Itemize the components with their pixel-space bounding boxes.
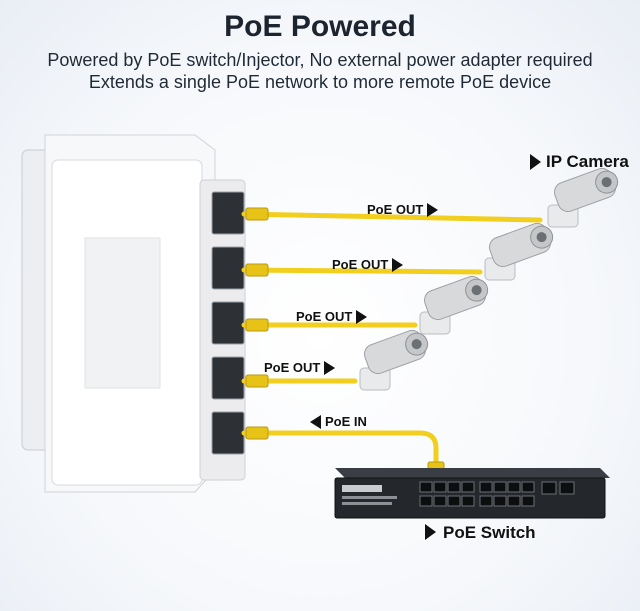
right-arrow-icon [392, 257, 404, 272]
cables [241, 211, 543, 479]
cable-in [241, 430, 439, 479]
subtitle-line-1: Powered by PoE switch/Injector, No exter… [47, 50, 593, 70]
ip-camera-3 [419, 275, 489, 335]
left-arrow-icon [310, 414, 321, 429]
ip-camera-label: IP Camera [546, 152, 629, 171]
right-arrow-icon [356, 309, 368, 324]
poe-switch-pointer-icon [425, 524, 436, 540]
ip-camera-1 [547, 167, 619, 228]
cable-plugs [245, 207, 445, 483]
cable-out-1 [241, 211, 543, 223]
poe-out-label-2: PoE OUT [332, 257, 404, 272]
subtitle-line-2: Extends a single PoE network to more rem… [88, 72, 552, 92]
poe-switch-device [334, 468, 610, 519]
poe-out-label-3: PoE OUT [296, 309, 368, 324]
ip-camera-pointer-icon [530, 154, 541, 170]
ip-camera-2 [484, 222, 554, 281]
poe-switch-label: PoE Switch [443, 523, 536, 542]
poe-out-label-4: PoE OUT [264, 360, 336, 375]
port-4 [211, 356, 245, 400]
page-title: PoE Powered [224, 10, 416, 43]
poe-in-label: PoE IN [310, 414, 367, 429]
poe-out-label-1: PoE OUT [367, 202, 439, 217]
switch-ports [419, 481, 575, 507]
ip-camera-4 [359, 329, 429, 391]
port-5 [211, 411, 245, 455]
right-arrow-icon [324, 360, 336, 375]
port-2 [211, 246, 245, 290]
right-arrow-icon [427, 202, 439, 217]
cable-out-2 [241, 267, 483, 275]
port-3 [211, 301, 245, 345]
port-1 [211, 191, 245, 235]
extender-ports [211, 191, 245, 455]
